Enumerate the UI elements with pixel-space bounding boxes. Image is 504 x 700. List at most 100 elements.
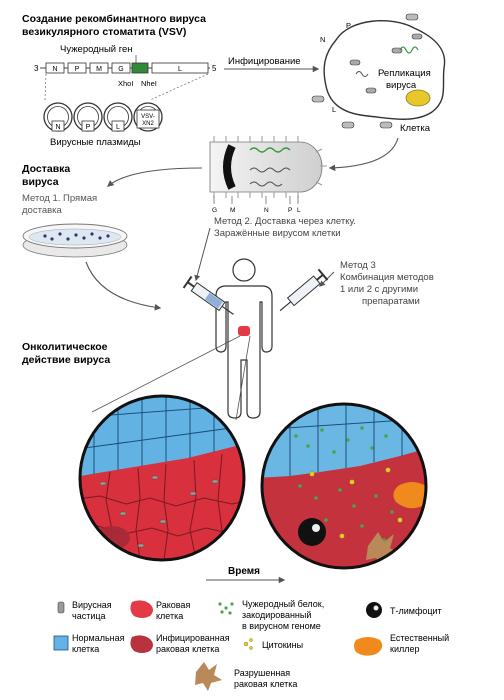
time-label: Время (228, 566, 260, 577)
method3-line-2: Комбинация методов (340, 272, 434, 283)
cell-letter-p: P (346, 21, 351, 30)
title-line-1: Создание рекомбинантного вируса (22, 13, 206, 25)
zoom-line-left (91, 335, 241, 413)
budding-virion (341, 121, 355, 129)
funnel-left (44, 73, 47, 101)
legend-virus-particle-1: Вирусная (72, 600, 112, 610)
virion-label-m: M (230, 207, 235, 214)
legend-foreign-protein-3: в вирусном геноме (242, 621, 321, 631)
site-nhei: NheI (141, 79, 157, 88)
virus-particle (391, 47, 403, 54)
legend-infected-cell-2: раковая клетка (156, 644, 219, 654)
tissue-after (260, 402, 428, 570)
legend-destroyed-2: раковая клетка (234, 679, 297, 689)
method2-line-1: Метод 2. Доставка через клетку. (214, 216, 356, 227)
zoom-line-right (235, 335, 251, 421)
infection-label: Инфицирование (228, 56, 301, 67)
replication-label-2: вируса (386, 80, 417, 91)
plasmid-vsv-label-1: VSV- (141, 114, 155, 120)
legend-foreign-protein-icon (218, 602, 234, 615)
construct-5-end: 5 (212, 64, 217, 73)
t-lymphocyte-in-tissue (298, 518, 326, 546)
legend-virus-particle-icon (57, 601, 65, 614)
virion-label-g: G (212, 207, 217, 214)
method3-line-3: 1 или 2 с другими (340, 284, 418, 295)
legend-nk-icon (354, 637, 383, 656)
legend-virus-particle-2: частица (72, 611, 106, 621)
legend-cytokines: Цитокины (262, 640, 303, 650)
delivery-title-2: вируса (22, 176, 59, 188)
legend-cancer-cell-2: клетка (156, 611, 183, 621)
title-line-2: везикулярного стоматита (VSV) (22, 26, 186, 38)
delivery-title-1: Доставка (22, 163, 70, 175)
syringe-right (279, 268, 329, 312)
gene-l (151, 62, 209, 74)
plasmid-vsv-label-2: XN2 (142, 121, 154, 127)
method3-line-4: препаратами (362, 296, 420, 307)
petri-dish (22, 223, 128, 258)
gene-n-label: N (52, 66, 57, 73)
plasmid-l-label: L (116, 124, 120, 131)
cell-letter-n: N (320, 35, 325, 44)
legend-normal-cell-icon (53, 635, 69, 651)
destroyed-cell-in-tissue (366, 532, 400, 568)
legend-normal-cell-2: клетка (72, 644, 99, 654)
legend-cancer-cell-1: Раковая (156, 600, 190, 610)
patient-head (232, 258, 256, 282)
gene-g-label: G (118, 66, 123, 73)
cell-letter-l: L (332, 105, 336, 114)
virus-particle (365, 87, 377, 94)
gene-n (45, 62, 65, 74)
gene-construct: N P M G L (40, 62, 210, 74)
funnel-right (149, 73, 209, 101)
virus-particle (349, 59, 361, 66)
cell-nucleus (405, 89, 431, 107)
method1-line-2: доставка (22, 205, 63, 216)
method1-line-1: Метод 1. Прямая (22, 193, 97, 204)
rna-coil (355, 71, 369, 77)
oncolytic-title-2: действие вируса (22, 354, 110, 366)
replication-label-1: Репликация (378, 68, 431, 79)
tissue-before (78, 394, 246, 562)
plasmid-n: N (43, 102, 73, 132)
budding-virion (379, 121, 393, 129)
cell-to-virion-arrow (328, 137, 399, 172)
budding-virion (311, 95, 325, 103)
method2-arrow (194, 227, 211, 282)
legend-cytokines-icon (243, 638, 253, 650)
virion-label-n: N (264, 207, 269, 214)
nk-cell-in-tissue (393, 482, 426, 509)
foreign-gene-block (131, 62, 149, 74)
virion-label-p: P (288, 207, 292, 214)
plasmid-l: L (103, 102, 133, 132)
legend-foreign-protein-1: Чужеродный белок, (242, 599, 324, 609)
plasmid-vsv: VSV- XN2 (133, 102, 163, 132)
patient-body (215, 285, 273, 419)
legend-infected-cell-icon (130, 635, 153, 653)
plasmid-p-label: P (86, 124, 91, 131)
gene-p (67, 62, 87, 74)
method3-line-1: Метод 3 (340, 260, 376, 271)
foreign-gene-coil (399, 46, 419, 54)
gene-l-label: L (178, 66, 182, 73)
gene-g (111, 62, 131, 74)
legend-infected-cell-1: Инфицированная (156, 633, 230, 643)
cell-label: Клетка (400, 123, 431, 134)
legend-destroyed-1: Разрушенная (234, 668, 290, 678)
plasmids-caption: Вирусные плазмиды (50, 137, 141, 148)
legend-t-lymphocyte-icon (366, 602, 382, 618)
foreign-gene-label: Чужеродный ген (60, 44, 133, 55)
legend-cancer-cell-icon (130, 600, 153, 618)
gene-m-label: M (96, 66, 102, 73)
infected-cell (323, 20, 446, 120)
plasmid-n-label: N (55, 124, 60, 131)
gene-m (89, 62, 109, 74)
plasmid-p: P (73, 102, 103, 132)
virion-to-delivery-arrow (106, 167, 203, 187)
syringe-left (182, 275, 234, 315)
virion-label-l: L (297, 207, 301, 214)
legend-nk-2: киллер (390, 644, 419, 654)
legend-foreign-protein-2: закодированный (242, 610, 311, 620)
budding-virion (405, 13, 419, 21)
